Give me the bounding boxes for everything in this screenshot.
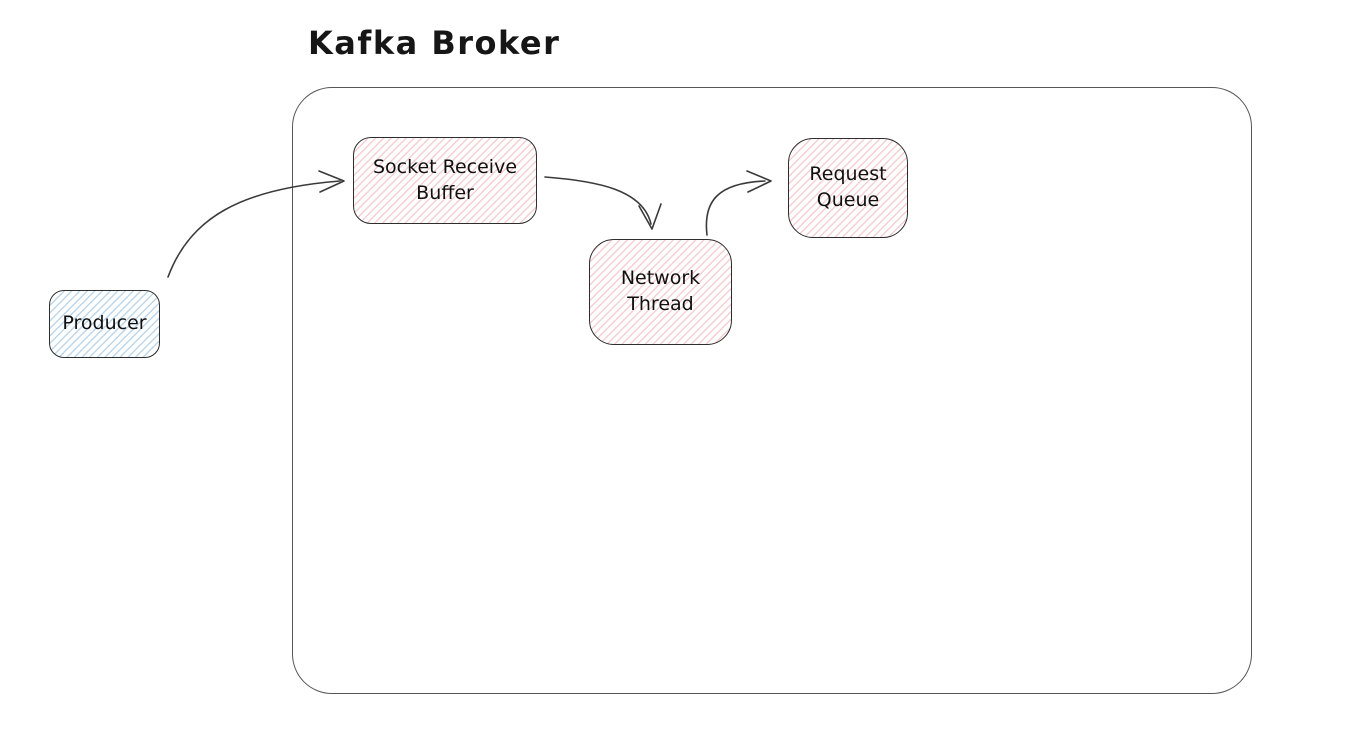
node-network-thread[interactable]: Network Thread — [589, 239, 732, 345]
kafka-broker-container[interactable] — [292, 87, 1252, 694]
node-socket-receive-buffer[interactable]: Socket Receive Buffer — [353, 137, 537, 224]
diagram-title[interactable]: Kafka Broker — [308, 24, 561, 62]
node-producer[interactable]: Producer — [49, 290, 160, 358]
node-request-queue[interactable]: Request Queue — [788, 138, 908, 238]
node-producer-label: Producer — [62, 312, 147, 335]
node-network-thread-label: Network Thread — [620, 267, 701, 315]
node-request-queue-label: Request Queue — [809, 163, 887, 211]
node-socket-receive-buffer-label: Socket Receive Buffer — [372, 155, 518, 204]
